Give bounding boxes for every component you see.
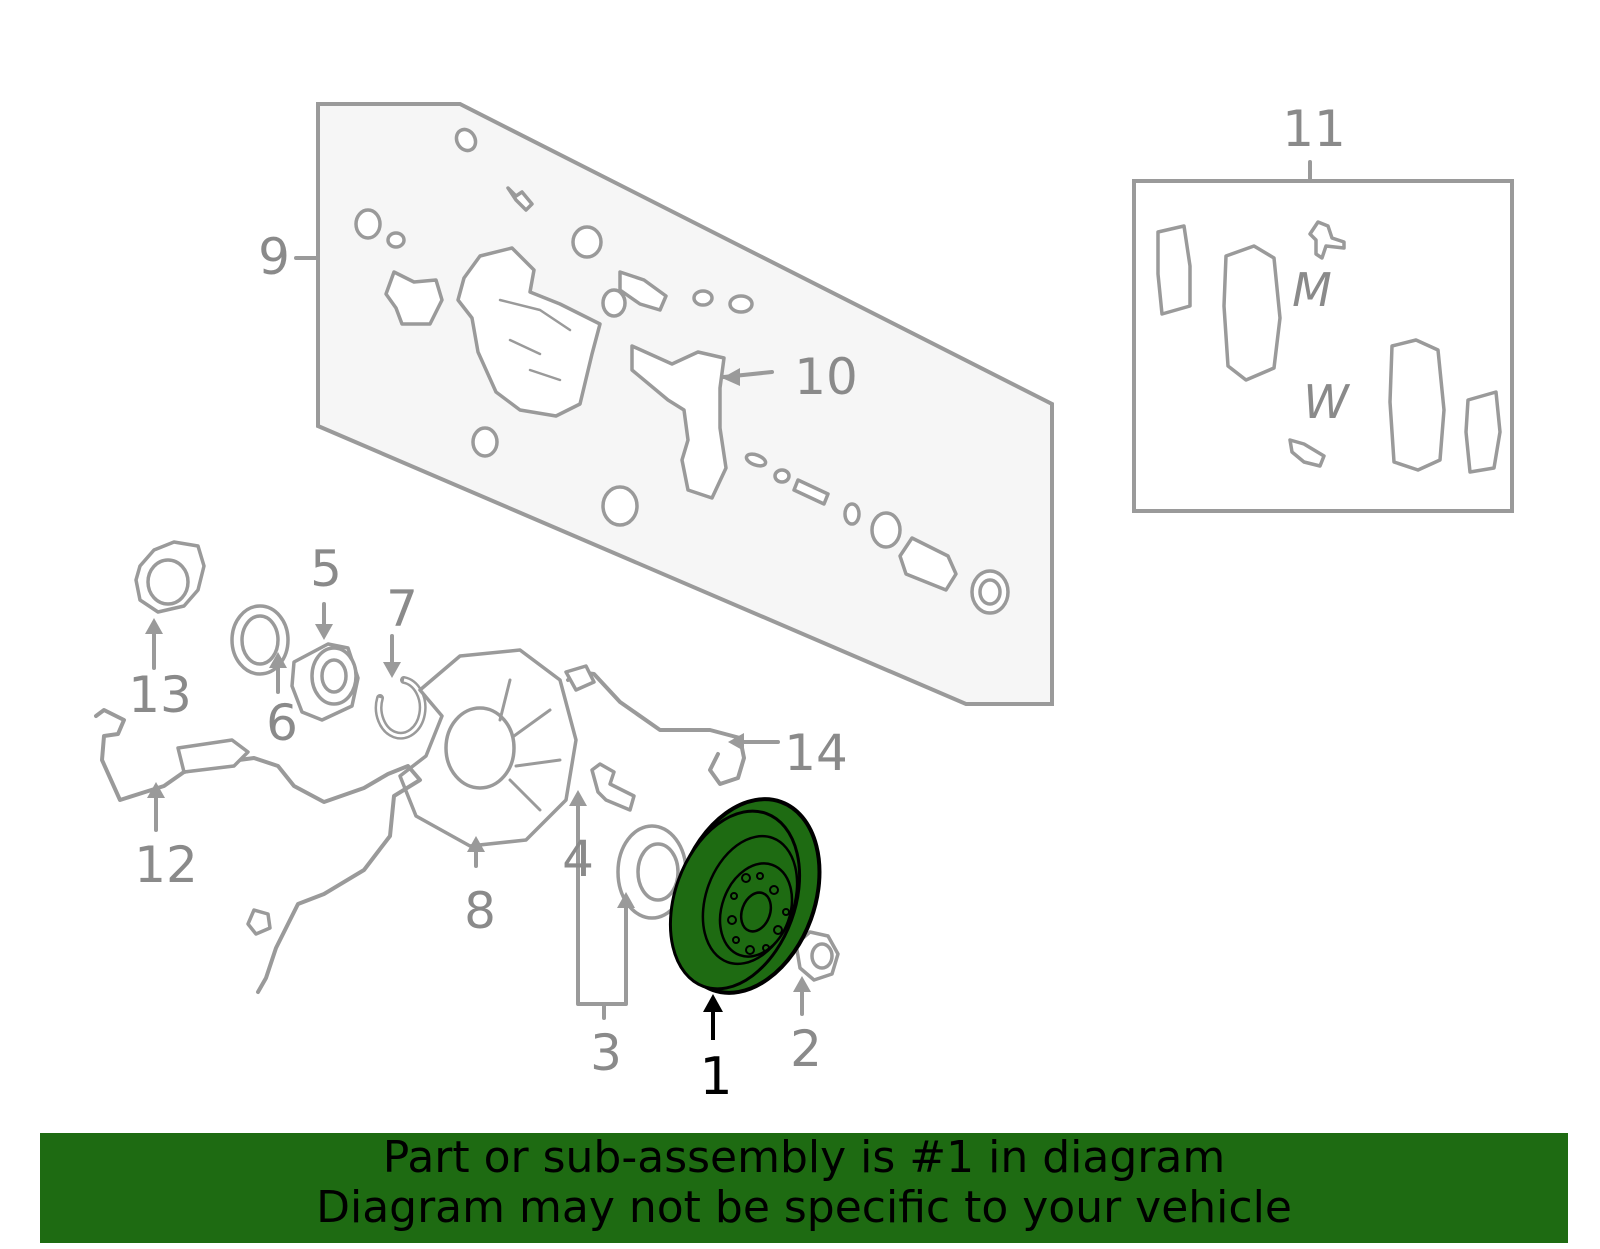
callout-12: 12	[134, 836, 198, 894]
callout-10: 10	[794, 348, 858, 406]
callout-1: 1	[699, 1047, 732, 1107]
callout-3: 3	[590, 1024, 622, 1082]
callout-11: 11	[1282, 100, 1346, 158]
callout-4: 4	[562, 830, 594, 888]
callout-2: 2	[790, 1020, 822, 1078]
pad-kit-panel: M W	[1132, 160, 1514, 513]
callout-8: 8	[464, 882, 496, 940]
pad-mark-w: W	[1303, 375, 1350, 429]
brake-rotor-highlighted[interactable]	[647, 779, 845, 1013]
callout-13: 13	[128, 666, 192, 724]
callout-9: 9	[258, 228, 290, 286]
hub-assembly-parts	[94, 540, 840, 994]
banner-line-2: Diagram may not be specific to your vehi…	[316, 1182, 1292, 1233]
callout-6: 6	[266, 694, 298, 752]
info-banner: Part or sub-assembly is #1 in diagram Di…	[40, 1133, 1568, 1243]
banner-line-1: Part or sub-assembly is #1 in diagram	[382, 1132, 1226, 1183]
caliper-kit-panel	[294, 102, 1054, 706]
callout-5: 5	[310, 540, 342, 598]
callout-labels: 1 2 3 4 5 6 7 8 9 10 11 12 13 14	[128, 100, 1346, 1107]
pad-mark-m: M	[1292, 263, 1332, 317]
leader-lines	[145, 602, 811, 1040]
callout-7: 7	[386, 580, 418, 638]
callout-14: 14	[784, 724, 848, 782]
